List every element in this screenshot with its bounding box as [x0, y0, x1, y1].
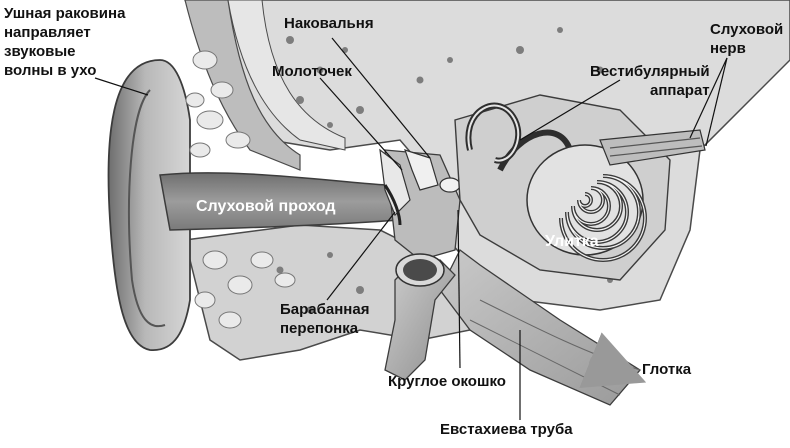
label-vestibular: Вестибулярный аппарат: [590, 63, 710, 99]
label-pinna: Ушная раковина направляет звуковые волны…: [4, 5, 126, 79]
label-eustachian: Евстахиева труба: [440, 421, 573, 438]
label-nerve: Слуховой нерв: [710, 21, 784, 57]
eardrum: [383, 184, 402, 226]
label-canal: Слуховой проход: [196, 198, 336, 215]
stapes: [439, 177, 461, 193]
incus: [404, 149, 439, 191]
label-cochlea: Улитка: [545, 233, 599, 250]
auditory-nerve: [599, 129, 706, 166]
label-pharynx: Глотка: [642, 361, 692, 378]
cochlea-spiral: [526, 144, 647, 262]
tissue-blobs: [185, 50, 296, 329]
malleus: [379, 148, 411, 217]
label-incus: Наковальня: [284, 15, 374, 32]
pinna: [107, 59, 191, 351]
label-round-window: Круглое окошко: [388, 373, 506, 390]
pharynx-arrow: [579, 332, 647, 389]
leader-lines: [94, 37, 728, 420]
label-malleus: Молоточек: [272, 63, 352, 80]
label-eardrum: Барабанная перепонка: [280, 301, 370, 337]
